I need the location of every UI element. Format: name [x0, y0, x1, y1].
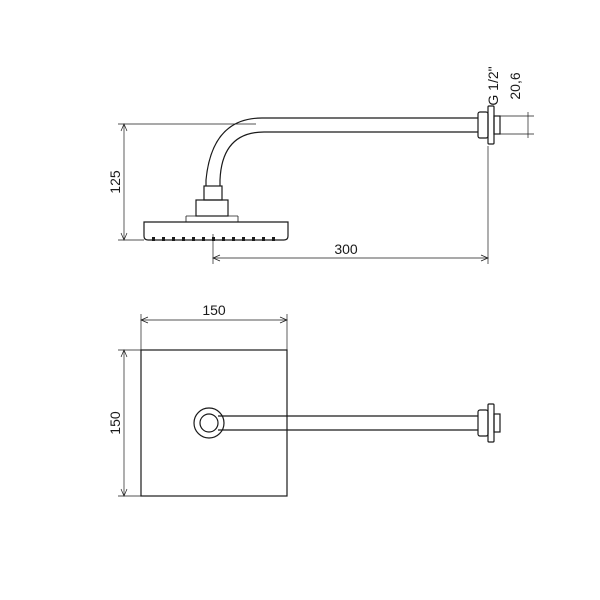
dimension-length-label: 300 [334, 241, 358, 257]
top-view: 150 150 [107, 302, 501, 497]
dimension-thread-label: G 1/2" [485, 66, 501, 105]
spray-nozzles [152, 237, 275, 241]
swivel-joint [195, 185, 229, 217]
shower-arm [205, 117, 478, 186]
dimension-height-label: 125 [107, 170, 123, 194]
dimension-thread: G 1/2" 20,6 [485, 66, 534, 138]
wall-flange-plan [477, 403, 501, 443]
dimension-width: 150 [140, 302, 288, 350]
dimension-depth-label: 150 [107, 411, 123, 435]
dimension-flange-label: 20,6 [507, 72, 523, 99]
dimension-depth: 150 [107, 349, 141, 497]
shower-arm-plan [193, 407, 478, 439]
shower-head [143, 215, 289, 241]
shower-head-outline [140, 349, 288, 497]
dimension-length: 300 [212, 146, 489, 264]
wall-flange [477, 105, 501, 145]
dimension-width-label: 150 [202, 302, 226, 318]
side-view: 125 300 G 1/2" 20,6 [107, 66, 534, 264]
dimension-height: 125 [107, 123, 256, 241]
